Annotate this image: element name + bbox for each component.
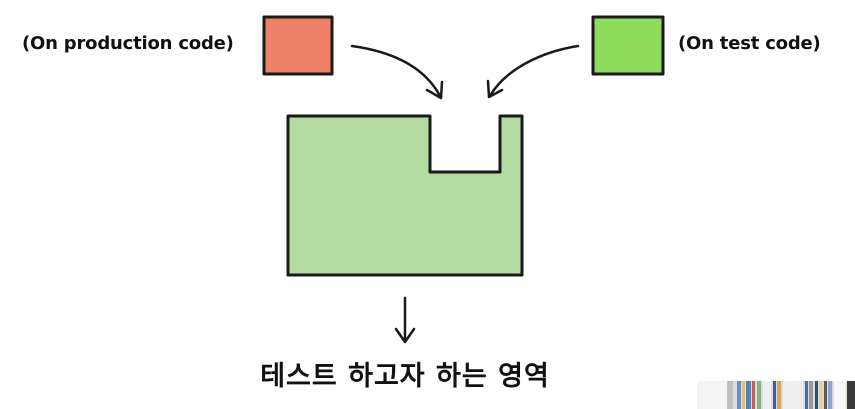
test-code-label: (On test code) (678, 33, 821, 54)
production-code-label: (On production code) (22, 33, 234, 54)
test-code-box (591, 15, 665, 76)
target-area-shape (286, 114, 524, 277)
down-arrow-icon (394, 296, 416, 344)
curved-arrow-icon (486, 44, 580, 99)
target-area-caption: 테스트 하고자 하는 영역 (260, 361, 550, 392)
curved-arrow-icon (350, 44, 444, 100)
webcam-thumbnail (697, 381, 855, 409)
production-code-box (262, 15, 334, 76)
